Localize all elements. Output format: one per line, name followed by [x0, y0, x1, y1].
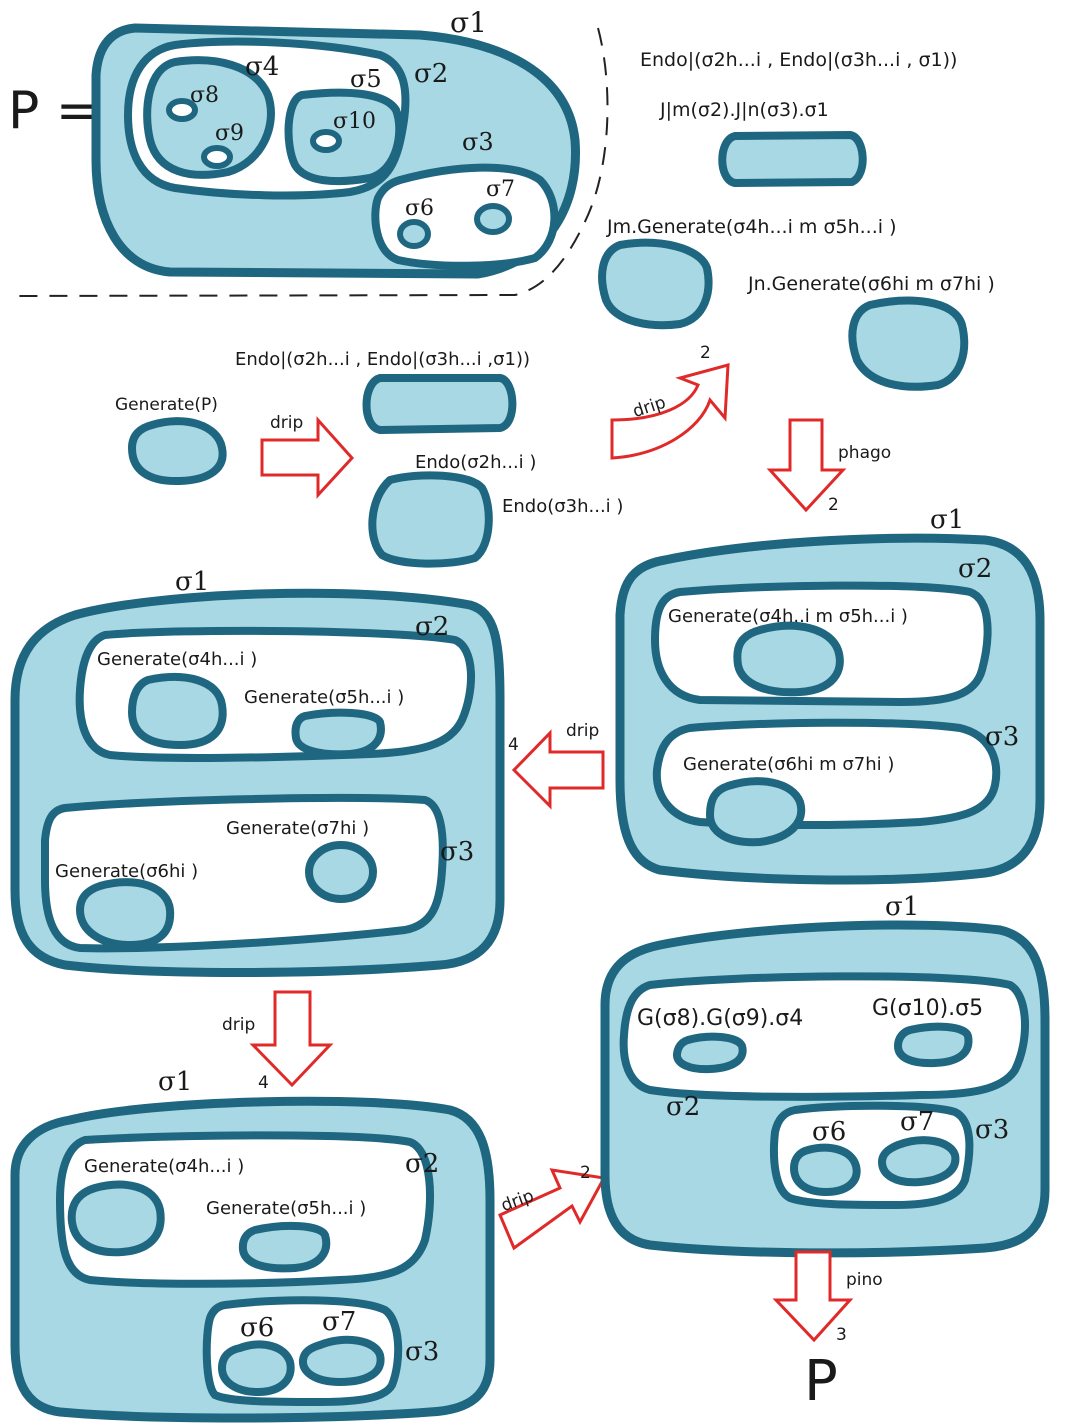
- drip-arrow-last-number: 2: [580, 1163, 591, 1183]
- b2-generate-45: Generate(σ4h..i m σ5h...i ): [668, 606, 908, 627]
- endo-rule-text: Endo|(σ2h...i , Endo|(σ3h...i , σ1)): [640, 49, 957, 71]
- b5-label-sigma6: σ6: [812, 1117, 846, 1147]
- membrane-sigma8-top: [166, 98, 198, 122]
- membrane-b5-inner-left: [673, 1032, 747, 1074]
- label-sigma7-top: σ7: [486, 177, 515, 202]
- drip-arrow-1-label: drip: [270, 413, 303, 433]
- membrane-b3-inner-6: [76, 878, 175, 949]
- phago-arrow: [766, 418, 847, 513]
- membrane-b2-inner-67: [706, 777, 806, 847]
- b4-generate-4: Generate(σ4h...i ): [84, 1156, 244, 1177]
- membrane-jm: [598, 238, 713, 330]
- label-sigma4-top: σ4: [245, 52, 279, 82]
- membrane-b4-sigma7: [299, 1335, 385, 1386]
- b4-generate-5: Generate(σ5h...i ): [206, 1198, 366, 1219]
- b3-label-sigma2: σ2: [415, 612, 449, 642]
- membrane-endo-s2: [368, 471, 493, 568]
- b2-label-sigma3: σ3: [985, 722, 1019, 752]
- drip-arrow-4-number: 4: [508, 735, 519, 755]
- b4-label-sigma1: σ1: [158, 1067, 192, 1097]
- label-sigma6-top: σ6: [405, 196, 434, 221]
- label-sigma9-top: σ9: [215, 121, 244, 146]
- b5-label-sigma3: σ3: [975, 1115, 1009, 1145]
- b5-g-right: G(σ10).σ5: [872, 996, 983, 1021]
- label-sigma1-top: σ1: [450, 6, 487, 39]
- membrane-b4-inner-4: [67, 1180, 165, 1257]
- membrane-b5-sigma7: [878, 1136, 960, 1187]
- generate-p-text: Generate(P): [115, 395, 218, 415]
- membrane-sigma9-top: [201, 145, 233, 169]
- drip-arrow-2-number: 2: [700, 343, 711, 363]
- membrane-sigma7-top: [474, 203, 512, 235]
- membrane-b3-inner-4: [128, 673, 227, 749]
- b4-label-sigma7: σ7: [322, 1307, 356, 1337]
- b3-generate-4: Generate(σ4h...i ): [97, 649, 257, 670]
- drip-arrow-4-label: drip: [566, 721, 599, 741]
- membrane-b3-inner-7: [305, 841, 377, 903]
- pino-arrow-number: 3: [836, 1325, 847, 1345]
- b5-label-sigma7: σ7: [900, 1107, 934, 1137]
- b5-label-sigma2: σ2: [666, 1092, 700, 1122]
- drip-arrow-down-number: 4: [258, 1073, 269, 1093]
- label-sigma10-top: σ10: [333, 109, 376, 134]
- endo-s2-text: Endo(σ2h...i ): [415, 452, 536, 473]
- drip-arrow-1: [260, 416, 355, 499]
- membrane-jn: [848, 296, 969, 391]
- b4-label-sigma3: σ3: [405, 1337, 439, 1367]
- endo-rule-2-text: Endo|(σ2h...i , Endo|(σ3h...i ,σ1)): [235, 349, 530, 370]
- b4-label-sigma6: σ6: [240, 1313, 274, 1343]
- drip-arrow-4: [511, 729, 605, 810]
- jm-generate-text: Jm.Generate(σ4h...i m σ5h...i ): [606, 216, 896, 238]
- p-equals-label: P =: [8, 81, 99, 141]
- pino-arrow: [772, 1250, 854, 1343]
- membrane-sigma6-top: [397, 219, 431, 249]
- jn-generate-text: Jn.Generate(σ6hi m σ7hi ): [747, 273, 995, 295]
- label-sigma2-top: σ2: [414, 59, 448, 89]
- membrane-endo-rule: [362, 374, 517, 434]
- b3-generate-6: Generate(σ6hi ): [55, 861, 198, 882]
- pino-arrow-label: pino: [846, 1270, 883, 1290]
- b2-label-sigma2: σ2: [958, 554, 992, 584]
- phago-arrow-label: phago: [838, 443, 891, 463]
- b5-g-left: G(σ8).G(σ9).σ4: [637, 1006, 803, 1031]
- membrane-sigma10-top: [310, 129, 342, 153]
- b5-label-sigma1: σ1: [885, 892, 919, 922]
- membrane-b5-sigma6: [790, 1143, 861, 1196]
- b4-label-sigma2: σ2: [405, 1149, 439, 1179]
- label-sigma8-top: σ8: [190, 83, 219, 108]
- membrane-sigma4-top: [143, 56, 275, 179]
- membrane-b4-inner-5: [238, 1221, 331, 1273]
- b3-label-sigma3: σ3: [440, 837, 474, 867]
- drip-arrow-down-label: drip: [222, 1015, 255, 1035]
- b2-label-sigma1: σ1: [930, 505, 964, 535]
- membrane-b4-sigma2: [56, 1131, 435, 1288]
- membrane-rule-top: [718, 131, 867, 187]
- drip-arrow-down: [249, 990, 334, 1088]
- dissolve-rule-text: J|m(σ2).J|n(σ3).σ1: [659, 99, 829, 121]
- drip-arrow-last: [498, 1168, 607, 1251]
- final-p-label: P: [804, 1349, 838, 1414]
- dashed-boundary: [7, 27, 609, 297]
- b2-generate-67: Generate(σ6hi m σ7hi ): [683, 754, 894, 775]
- b3-generate-7: Generate(σ7hi ): [226, 818, 369, 839]
- membrane-generate-p: [128, 417, 227, 486]
- membrane-b3-inner-5: [291, 708, 385, 759]
- membrane-b4-sigma6: [218, 1340, 295, 1396]
- membrane-sigma3-top: [371, 163, 559, 270]
- b3-label-sigma1: σ1: [175, 567, 209, 597]
- phago-arrow-number: 2: [828, 495, 839, 515]
- membrane-b5-inner-right: [894, 1022, 973, 1068]
- endo-s3-text: Endo(σ3h...i ): [502, 496, 623, 517]
- label-sigma3-top: σ3: [462, 128, 494, 156]
- label-sigma5-top: σ5: [350, 65, 382, 93]
- b3-generate-5: Generate(σ5h...i ): [244, 687, 404, 708]
- membrane-sigma5-top: [284, 88, 404, 186]
- membrane-b2-inner-45: [733, 621, 844, 697]
- drip-arrow-2: [610, 363, 730, 460]
